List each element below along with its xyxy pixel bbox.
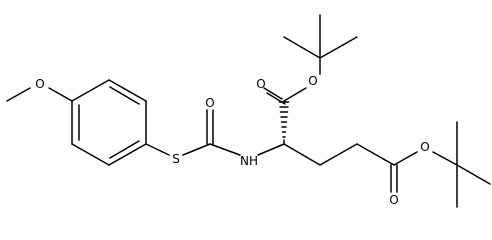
nitrogen-alpha-bond (257, 143, 285, 156)
thiocarbonyl-oxygen-label: O (205, 96, 214, 110)
alpha-ester-ether-bond (283, 87, 307, 102)
alpha-ester-ether-oxygen-label: O (308, 74, 317, 88)
alpha-ester-double-bond-a (263, 87, 283, 100)
methyl-oxygen-bond (6, 87, 31, 102)
bond-layer (6, 14, 491, 208)
side-chain-bond-3 (356, 143, 395, 166)
alpha-tbu-methyl-right (319, 36, 358, 59)
ring-inner-bond-2 (109, 140, 140, 159)
stereo-hash-bond (278, 101, 290, 145)
ring-sulfur-bond (145, 143, 170, 156)
alpha-ester-carbonyl-oxygen-label: O (256, 77, 265, 91)
ring-bond-2 (108, 79, 147, 102)
side-chain-ether-bond (393, 151, 418, 166)
side-chain-ester-ether-oxygen-label: O (420, 140, 429, 154)
structure-diagram: O S O NH O O O O (6, 14, 491, 208)
carbonyl-nitrogen-bond (209, 143, 241, 156)
amide-nitrogen-label: NH (240, 154, 258, 168)
ring-bond-1 (71, 79, 110, 102)
side-chain-ester-carbonyl-oxygen-label: O (389, 193, 398, 207)
methoxy-oxygen-label: O (35, 77, 44, 91)
ring-bond-5 (71, 143, 110, 166)
alpha-tbu-methyl-left (283, 36, 321, 59)
alpha-ester-double-bond-b (266, 92, 286, 105)
ring-inner-bond-1 (109, 86, 140, 105)
side-chain-bond-1 (283, 143, 321, 166)
sulfur-carbonyl-bond (182, 143, 211, 156)
side-chain-bond-2 (319, 143, 358, 166)
atom-label-layer: O S O NH O O O O (35, 74, 429, 207)
thioester-sulfur-label: S (172, 152, 180, 166)
side-tbu-methyl-right (456, 164, 491, 185)
side-tbu-oxygen-bond (432, 151, 458, 166)
ring-bond-4 (108, 143, 147, 166)
oxygen-ring-bond (48, 87, 73, 102)
